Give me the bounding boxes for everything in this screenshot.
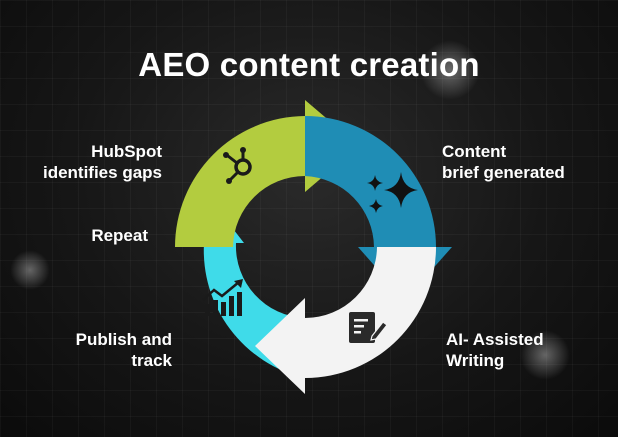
repeat-label: Repeat (91, 226, 148, 245)
bar-chart-trend-icon (202, 279, 243, 316)
step-label-brief: Content brief generated (442, 142, 565, 182)
sparkles-icon (367, 172, 418, 213)
step-label-hubspot: HubSpot identifies gaps (42, 142, 162, 182)
diagram-title: AEO content creation (138, 46, 480, 83)
step-label-writing: AI- Assisted Writing (446, 330, 544, 370)
light-glow (10, 250, 50, 290)
light-glow (520, 330, 570, 380)
step-segment-writing (255, 247, 436, 394)
document-edit-icon (349, 312, 388, 343)
light-glow (420, 40, 480, 100)
step-label-publish: Publish and track (75, 330, 172, 370)
hubspot-logo-icon (223, 147, 252, 184)
